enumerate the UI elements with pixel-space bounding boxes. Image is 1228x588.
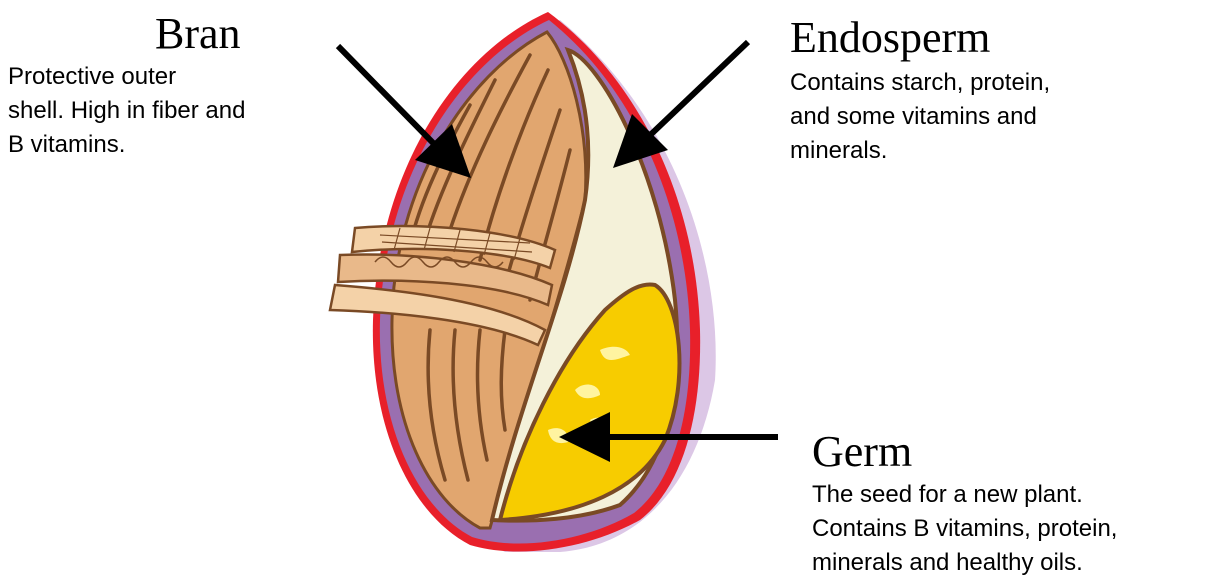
bran-arrow-line: [338, 46, 440, 150]
bran-description: Protective outer shell. High in fiber an…: [8, 60, 245, 162]
endosperm-arrow-line: [645, 42, 748, 140]
germ-description-line: Contains B vitamins, protein,: [812, 512, 1117, 546]
germ-description-line: minerals and healthy oils.: [812, 546, 1117, 580]
endosperm-description-line: Contains starch, protein,: [790, 66, 1050, 100]
endosperm-title: Endosperm: [790, 16, 990, 60]
endosperm-description-line: minerals.: [790, 134, 1050, 168]
bran-description-line: Protective outer: [8, 60, 245, 94]
endosperm-description-line: and some vitamins and: [790, 100, 1050, 134]
bran-description-line: B vitamins.: [8, 128, 245, 162]
germ-description-line: The seed for a new plant.: [812, 478, 1117, 512]
germ-title: Germ: [812, 430, 912, 474]
bran-title: Bran: [155, 12, 241, 56]
endosperm-description: Contains starch, protein, and some vitam…: [790, 66, 1050, 168]
germ-description: The seed for a new plant. Contains B vit…: [812, 478, 1117, 580]
bran-description-line: shell. High in fiber and: [8, 94, 245, 128]
